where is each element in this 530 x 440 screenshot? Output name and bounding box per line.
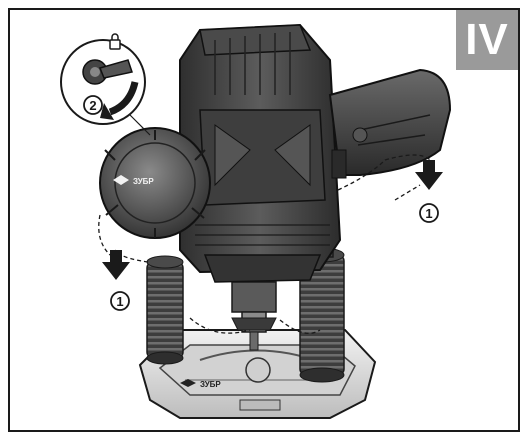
- adjustment-knob: ЗУБР: [99, 127, 211, 239]
- detail-inset: 2: [60, 33, 151, 136]
- svg-text:1: 1: [116, 294, 123, 309]
- arrow-down-icon: [415, 160, 443, 190]
- motor-housing: [179, 23, 342, 283]
- rotate-arrow-icon: [100, 81, 139, 120]
- step-2-label: 2: [83, 95, 103, 115]
- svg-text:1: 1: [425, 206, 432, 221]
- router-handle: [328, 68, 452, 179]
- brand-text-base: ЗУБР: [200, 380, 221, 389]
- lock-icon: [109, 33, 121, 50]
- arrow-down-icon: [102, 250, 130, 280]
- router-collet: [231, 281, 277, 351]
- brand-text-motor: ЗУБР: [133, 177, 154, 186]
- section-badge: IV: [456, 10, 518, 70]
- guide-lines: [98, 154, 431, 334]
- left-column-bellows: [146, 255, 184, 365]
- step-1-left: 1: [110, 291, 130, 311]
- step-1-right: 1: [419, 203, 439, 223]
- brand-logo-base: ЗУБР: [180, 379, 221, 389]
- brand-logo-motor: ЗУБР: [113, 175, 154, 186]
- svg-text:2: 2: [89, 98, 96, 113]
